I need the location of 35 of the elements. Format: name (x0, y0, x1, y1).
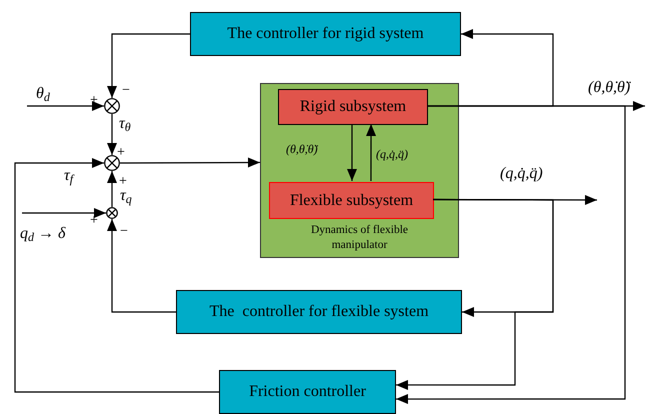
edge-label: (θ,θ̇,θ̈) (588, 80, 630, 96)
arrow (107, 114, 117, 155)
arrow (347, 124, 357, 181)
block: Friction controller (219, 370, 396, 414)
arrow (396, 198, 554, 390)
arrow (366, 124, 376, 181)
arrow (107, 33, 190, 98)
edge-label: (q,q̇,q̈) (500, 166, 543, 182)
arrow (120, 158, 260, 168)
arrow (107, 171, 117, 207)
edge-label: τ$_{q}$ (120, 188, 132, 204)
block: The controller for flexible system (176, 290, 462, 334)
block: Flexible subsystem (269, 182, 434, 219)
edge-label: τ$_{θ}$ (119, 116, 131, 132)
edge-label: (θ,θ̇,θ̈) (286, 143, 318, 155)
summing-junction (106, 207, 118, 219)
edge-label: (q,q̇,q̈) (376, 148, 408, 160)
arrow (22, 208, 106, 218)
arrow (27, 101, 104, 111)
group-caption: Dynamics of flexible manipulator (310, 223, 410, 253)
edge-label: τ$_{f}$ (64, 168, 74, 184)
arrow (107, 219, 176, 313)
block: The controller for rigid system (190, 12, 461, 56)
sign-label: − (120, 225, 128, 239)
sign-label: + (117, 146, 125, 160)
subsystem-group (260, 83, 459, 258)
sign-label: − (122, 84, 130, 98)
summing-junction (104, 98, 120, 114)
sign-label: + (119, 175, 127, 189)
summing-junction (104, 155, 120, 171)
edge-label: θ$_{d}$ (36, 86, 50, 102)
arrow (14, 158, 219, 393)
arrow (396, 105, 626, 404)
edge-label: q$_{d}$ → δ (20, 226, 66, 242)
block: Rigid subsystem (278, 89, 428, 125)
